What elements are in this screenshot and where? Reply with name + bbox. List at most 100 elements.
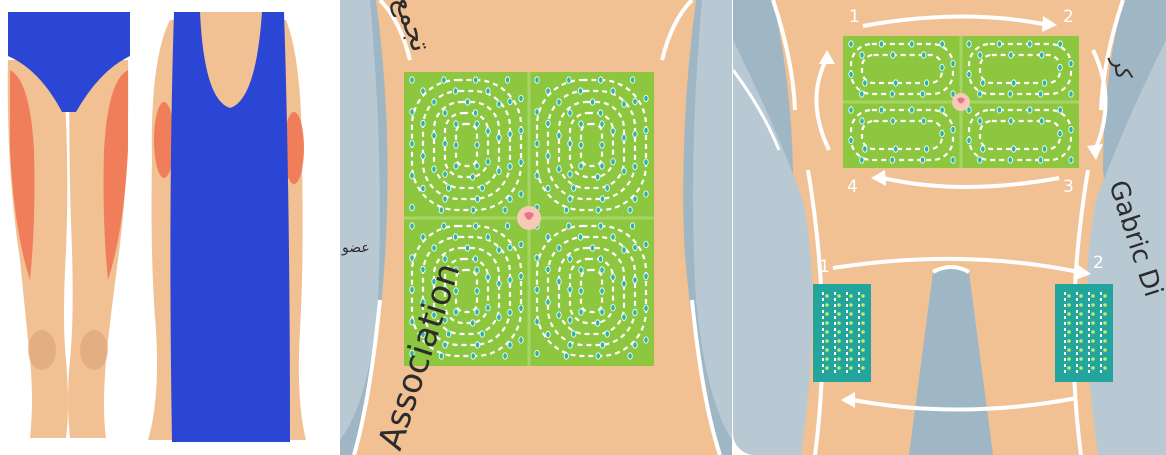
spiral-dot	[568, 317, 572, 323]
spiral-dot	[432, 132, 436, 138]
spiral-dot	[497, 280, 501, 286]
spiral-dot	[535, 109, 539, 115]
spiral-dot	[497, 247, 501, 253]
abdomen-panel: Association عضو تجمع	[340, 0, 732, 455]
spiral-dot	[1058, 41, 1062, 47]
spiral-dot	[568, 196, 572, 202]
thigh-dot	[849, 366, 853, 370]
thigh-dot	[825, 303, 829, 307]
spiral-dot	[879, 41, 883, 47]
thigh-dot	[1067, 321, 1071, 325]
spiral-dot	[1009, 52, 1013, 58]
spiral-dot	[967, 137, 971, 143]
spiral-dot	[546, 331, 550, 337]
legs-figure	[8, 12, 130, 438]
thigh-dot	[825, 357, 829, 361]
spiral-dot	[644, 191, 648, 197]
spiral-dot	[1009, 118, 1013, 124]
spiral-dot	[439, 207, 443, 213]
spiral-dot	[849, 137, 853, 143]
spiral-dot	[568, 140, 572, 146]
spiral-dot	[1028, 41, 1032, 47]
spiral-dot	[535, 350, 539, 356]
spiral-dot	[644, 305, 648, 311]
spiral-dot	[633, 196, 637, 202]
spiral-dot	[860, 157, 864, 163]
spiral-dot	[454, 142, 458, 148]
spiral-dot	[849, 71, 853, 77]
spiral-dot	[622, 247, 626, 253]
spiral-dot	[454, 121, 458, 127]
spiral-dot	[443, 110, 447, 116]
spiral-dot	[967, 71, 971, 77]
spiral-dot	[600, 342, 604, 348]
spiral-dot	[605, 185, 609, 191]
thigh-dot	[825, 321, 829, 325]
thigh-dot	[861, 303, 865, 307]
spiral-dot	[1008, 157, 1012, 163]
spiral-dot	[622, 280, 626, 286]
spiral-dot	[910, 107, 914, 113]
spiral-dot	[519, 337, 523, 343]
spiral-dot	[442, 223, 446, 229]
thigh-dot	[1103, 294, 1107, 298]
watermark-arabic-left: عضو	[341, 240, 370, 256]
spiral-dot	[432, 166, 436, 172]
thigh-dot	[1091, 312, 1095, 316]
spiral-dot	[571, 331, 575, 337]
thigh-dot	[837, 357, 841, 361]
spiral-dot	[596, 320, 600, 326]
thigh-dot	[1067, 312, 1071, 316]
spiral-dot	[1069, 91, 1073, 97]
spiral-dot	[421, 266, 425, 272]
spiral-dot	[1038, 91, 1042, 97]
spiral-dot	[600, 121, 604, 127]
spiral-dot	[546, 88, 550, 94]
spiral-dot	[633, 244, 637, 250]
spiral-dot	[579, 142, 583, 148]
spiral-dot	[891, 52, 895, 58]
spiral-dot	[453, 234, 457, 240]
spiral-dot	[535, 141, 539, 147]
spiral-dot	[480, 185, 484, 191]
spiral-dot	[622, 101, 626, 107]
spiral-dot	[600, 267, 604, 273]
thigh-dot	[861, 339, 865, 343]
thigh-dot	[1103, 321, 1107, 325]
spiral-dot	[557, 245, 561, 251]
spiral-dot	[475, 196, 479, 202]
spiral-dot	[475, 267, 479, 273]
spiral-dot	[486, 159, 490, 165]
spiral-dot	[644, 127, 648, 133]
thigh-dot	[1067, 339, 1071, 343]
spiral-dot	[1038, 157, 1042, 163]
thigh-dot	[1091, 339, 1095, 343]
thigh-dot	[849, 348, 853, 352]
spiral-dot	[860, 118, 864, 124]
spiral-dot	[410, 223, 414, 229]
spiral-dot	[486, 274, 490, 280]
thigh-dot	[1103, 339, 1107, 343]
spiral-dot	[920, 91, 924, 97]
spiral-dot	[465, 245, 469, 251]
spiral-dot	[471, 174, 475, 180]
spiral-dot	[475, 142, 479, 148]
spiral-dot	[564, 353, 568, 359]
spiral-dot	[486, 128, 490, 134]
spiral-dot	[849, 41, 853, 47]
spiral-dot	[622, 314, 626, 320]
spiral-dot	[981, 146, 985, 152]
spiral-dot	[508, 196, 512, 202]
thigh-dot	[849, 312, 853, 316]
thigh-dot	[1079, 330, 1083, 334]
spiral-dot	[611, 274, 615, 280]
rotation-number: 4	[847, 177, 858, 197]
spiral-dot	[598, 256, 602, 262]
spiral-dot	[596, 353, 600, 359]
spiral-dot	[922, 118, 926, 124]
spiral-dot	[410, 204, 414, 210]
spiral-dot	[1042, 146, 1046, 152]
thigh-dot	[1103, 348, 1107, 352]
spiral-dot	[622, 168, 626, 174]
rotation-number: 1	[849, 7, 860, 27]
